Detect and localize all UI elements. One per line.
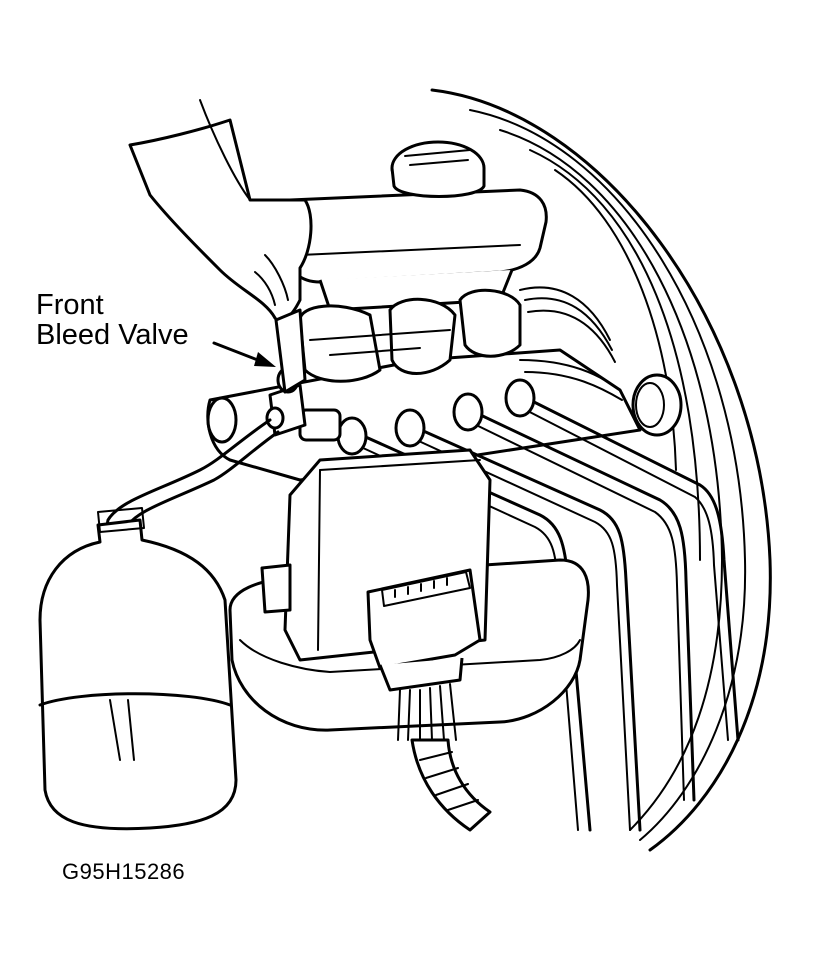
collection-bottle — [38, 507, 238, 831]
electrical-connector — [366, 568, 482, 692]
line-fittings — [298, 378, 536, 456]
figure-id: G95H15286 — [62, 859, 186, 884]
sensor-disc — [631, 373, 683, 437]
upper-wiring — [519, 286, 623, 401]
fluid-reservoir — [286, 188, 548, 312]
reservoir-cap — [390, 140, 486, 198]
wire-harness — [397, 683, 492, 832]
callout-line-2: Bleed Valve — [36, 319, 189, 352]
callout-label: Front Bleed Valve — [36, 290, 189, 351]
master-cylinder — [206, 288, 642, 482]
callout-arrow — [212, 341, 276, 367]
brake-booster — [430, 88, 772, 852]
hand — [128, 99, 313, 394]
callout-line-1: Front — [36, 289, 104, 321]
